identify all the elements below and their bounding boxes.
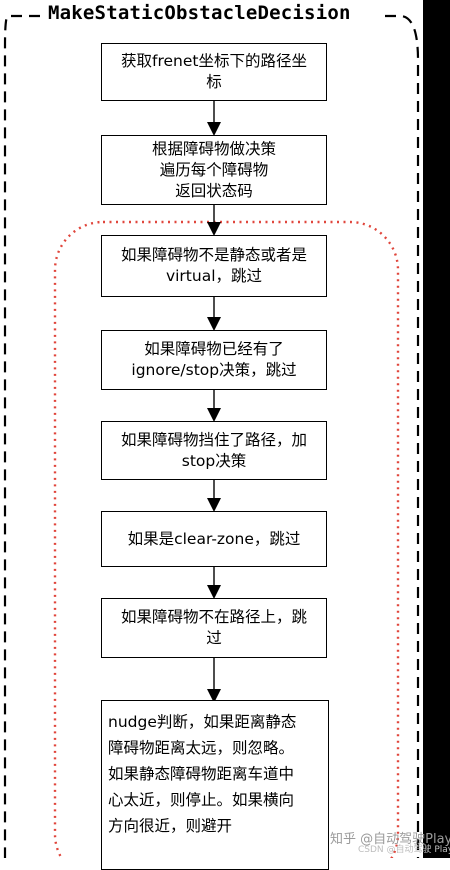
- outer-dashed-frame: [3, 14, 420, 858]
- step-7-line-1: 如果障碍物不在路径上，跳: [120, 608, 307, 626]
- step-2-line-3: 返回状态码: [175, 181, 253, 200]
- step-2-line-2: 遍历每个障碍物: [159, 160, 269, 179]
- step-skip-off-path: 如果障碍物不在路径上，跳 过: [101, 598, 327, 658]
- step-8-line-2: 障碍物距离太远，则忽略。: [108, 739, 295, 757]
- step-add-stop-decision: 如果障碍物挡住了路径，加 stop决策: [101, 421, 327, 480]
- step-1-line-2: 标: [206, 73, 222, 91]
- step-skip-clear-zone: 如果是clear-zone，跳过: [101, 511, 327, 567]
- step-1-line-1: 获取frenet坐标下的路径坐: [121, 52, 307, 70]
- loop-dotted-region: [53, 220, 400, 858]
- step-obstacle-decision: 根据障碍物做决策 遍历每个障碍物 返回状态码: [101, 135, 327, 205]
- step-get-frenet-path: 获取frenet坐标下的路径坐 标: [101, 43, 327, 101]
- step-5-line-2: stop决策: [181, 451, 247, 470]
- watermark-csdn: CSDN @自动驾驶 Player: [358, 845, 450, 855]
- step-skip-nonstatic: 如果障碍物不是静态或者是 virtual，跳过: [101, 235, 327, 297]
- right-edge-strip: [423, 0, 450, 858]
- step-skip-existing-decision: 如果障碍物已经有了 ignore/stop决策，跳过: [101, 330, 327, 390]
- step-4-line-1: 如果障碍物已经有了: [144, 340, 284, 358]
- step-2-line-1: 根据障碍物做决策: [151, 139, 276, 158]
- step-8-line-5: 方向很近，则避开: [108, 817, 233, 835]
- step-5-line-1: 如果障碍物挡住了路径，加: [120, 430, 307, 449]
- step-7-line-2: 过: [206, 629, 222, 647]
- watermark-zhihu: 知乎 @自动驾驶Player: [330, 832, 450, 847]
- step-nudge-decision: nudge判断，如果距离静态 障碍物距离太远，则忽略。 如果静态障碍物距离车道中…: [101, 700, 329, 870]
- step-4-line-2: ignore/stop决策，跳过: [131, 361, 297, 379]
- step-8-line-4: 心太近，则停止。如果横向: [108, 791, 295, 809]
- step-6-line-1: 如果是clear-zone，跳过: [127, 529, 301, 548]
- step-8-line-3: 如果静态障碍物距离车道中: [108, 765, 295, 783]
- step-8-line-1: nudge判断，如果距离静态: [108, 713, 297, 731]
- diagram-title: MakeStaticObstacleDecision: [48, 2, 351, 24]
- step-3-line-2: virtual，跳过: [165, 267, 263, 285]
- step-3-line-1: 如果障碍物不是静态或者是: [120, 246, 307, 264]
